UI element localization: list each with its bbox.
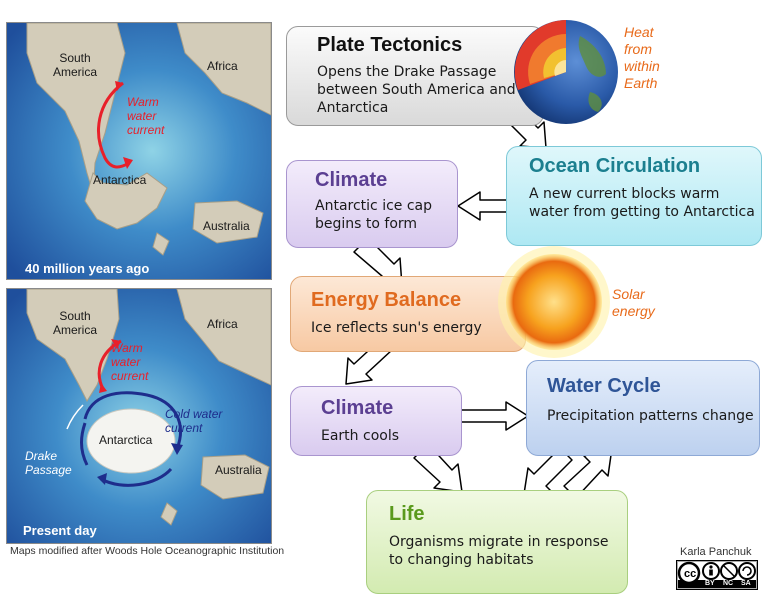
label-cold-water-current: Cold water current <box>165 407 223 435</box>
box-title: Plate Tectonics <box>317 34 463 56</box>
arrow-climate2-to-water <box>451 401 529 431</box>
label-solar-energy: Solar energy <box>612 286 655 319</box>
box-body: Antarctic ice cap begins to form <box>315 198 433 232</box>
label-drake-passage: Drake Passage <box>25 449 72 477</box>
label-antarctica: Antarctica <box>93 173 147 187</box>
box-body: A new current blocks warm water from get… <box>529 186 755 220</box>
label-australia: Australia <box>203 219 250 233</box>
box-title: Ocean Circulation <box>529 155 701 177</box>
map-40-million-years-ago: South America Africa Antarctica Australi… <box>6 22 272 280</box>
cc-label: cc <box>684 568 697 580</box>
box-body: Organisms migrate in response to changin… <box>389 534 609 568</box>
box-title: Life <box>389 503 425 525</box>
box-energy-balance: Energy Balance Ice reflects sun's energy <box>290 276 526 352</box>
label-south-america: South America <box>53 309 98 337</box>
label-africa: Africa <box>207 317 238 331</box>
box-plate-tectonics: Plate Tectonics Opens the Drake Passage … <box>286 26 544 126</box>
box-life: Life Organisms migrate in response to ch… <box>366 490 628 594</box>
sa-label: SA <box>741 580 751 587</box>
box-title: Climate <box>315 169 388 191</box>
nc-label: NC <box>723 580 734 587</box>
earth-cutaway-icon <box>514 20 618 124</box>
box-climate-ice-cap: Climate Antarctic ice cap begins to form <box>286 160 458 248</box>
box-body: Opens the Drake Passage between South Am… <box>317 64 516 116</box>
box-body: Precipitation patterns change <box>547 408 754 424</box>
sun-icon <box>498 246 610 358</box>
label-heat-from-within-earth: Heat from within Earth <box>624 24 660 91</box>
label-australia: Australia <box>215 463 262 477</box>
box-body: Ice reflects sun's energy <box>311 320 482 336</box>
cc-license-badge: cc BY NC SA <box>676 560 758 590</box>
box-body: Earth cools <box>321 428 400 444</box>
label-antarctica: Antarctica <box>99 433 153 447</box>
box-water-cycle: Water Cycle Precipitation patterns chang… <box>526 360 760 456</box>
box-ocean-circulation: Ocean Circulation A new current blocks w… <box>506 146 762 246</box>
map-present-day: South America Africa Antarctica Australi… <box>6 288 272 544</box>
map-credit: Maps modified after Woods Hole Oceanogra… <box>10 545 285 557</box>
map-caption: Present day <box>23 523 97 538</box>
box-title: Water Cycle <box>547 375 661 397</box>
box-climate-earth-cools: Climate Earth cools <box>290 386 462 456</box>
label-africa: Africa <box>207 59 238 73</box>
box-title: Energy Balance <box>311 289 462 311</box>
map-caption: 40 million years ago <box>25 261 150 276</box>
label-south-america: South America <box>53 51 98 79</box>
by-label: BY <box>705 580 715 587</box>
arrow-ocean-to-climate1 <box>457 191 509 221</box>
box-title: Climate <box>321 397 394 419</box>
label-warm-water-current: Warm water current <box>127 95 165 137</box>
label-warm-water-current: Warm water current <box>111 341 149 383</box>
author-credit: Karla Panchuk <box>680 546 752 558</box>
